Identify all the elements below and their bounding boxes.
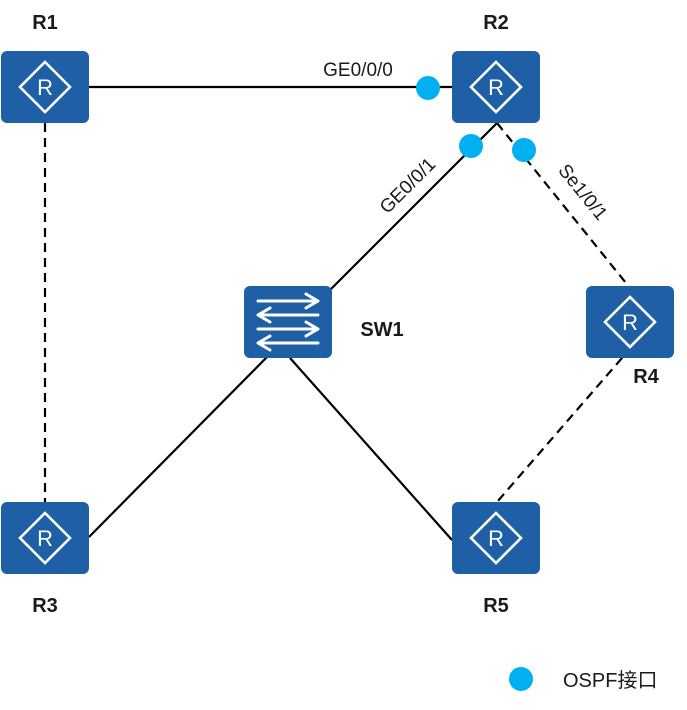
- router-icon: [0, 500, 91, 576]
- legend-ospf-dot: [509, 667, 533, 691]
- legend: OSPF接口: [509, 667, 657, 692]
- router-r5[interactable]: [450, 500, 542, 576]
- port-label-ge001: GE0/0/1: [376, 154, 440, 218]
- r4-label: R4: [633, 366, 659, 388]
- router-icon: [584, 284, 676, 360]
- r2-label: R2: [483, 12, 509, 34]
- ospf-dot-r2-ge001: [459, 134, 483, 158]
- router-icon: [0, 49, 91, 125]
- ospf-dot-r2-se101: [512, 138, 536, 162]
- r1-label: R1: [32, 12, 58, 34]
- router-r2[interactable]: [450, 49, 542, 125]
- router-r4[interactable]: [584, 284, 676, 360]
- legend-label: OSPF接口: [563, 669, 657, 692]
- link-sw1-r3: [88, 355, 269, 538]
- link-sw1-r5: [289, 357, 453, 541]
- ospf-dot-r2-ge000: [416, 76, 440, 100]
- port-label-ge000: GE0/0/0: [323, 60, 393, 81]
- router-r3[interactable]: [0, 500, 91, 576]
- port-label-se101: Se1/0/1: [554, 160, 612, 224]
- link-r4-r5: [496, 357, 623, 503]
- switch-sw1[interactable]: [244, 286, 332, 358]
- router-icon: [450, 49, 542, 125]
- router-r1[interactable]: [0, 49, 91, 125]
- router-icon: [450, 500, 542, 576]
- r5-label: R5: [483, 595, 509, 617]
- switch-icon: [256, 292, 320, 352]
- sw1-label: SW1: [360, 319, 403, 341]
- r3-label: R3: [32, 595, 58, 617]
